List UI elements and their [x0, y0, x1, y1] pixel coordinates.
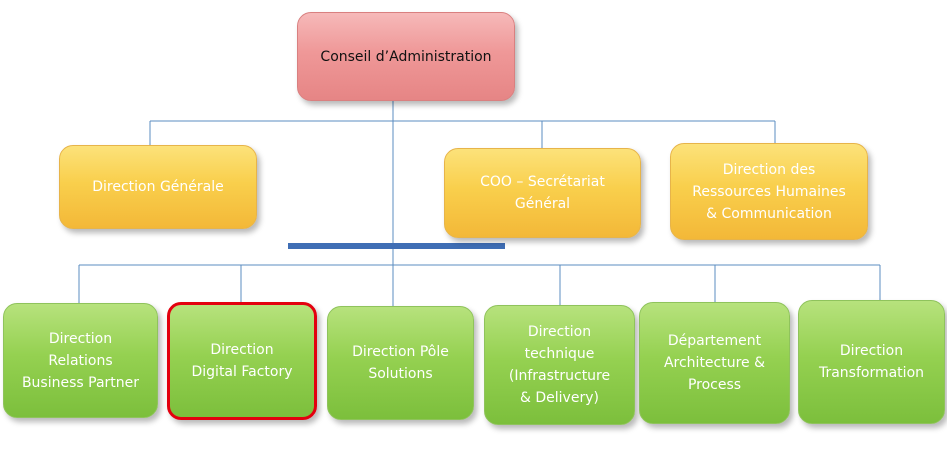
box-label: Direction Relations Business Partner — [21, 330, 140, 391]
direction-pole-solutions-box[interactable]: Direction Pôle Solutions — [327, 306, 474, 420]
box-label: Département Architecture & Process — [663, 333, 766, 393]
direction-transformation-box[interactable]: Direction Transformation — [798, 300, 945, 424]
coo-secretariat-general-box[interactable]: COO – Secrétariat Général — [444, 148, 641, 238]
box-label: Direction technique (Infrastructure & De… — [508, 324, 611, 406]
direction-relations-business-partner-box[interactable]: Direction Relations Business Partner — [3, 303, 158, 418]
departement-architecture-process-box[interactable]: Département Architecture & Process — [639, 302, 790, 424]
box-label: Direction des Ressources Humaines & Comm… — [692, 161, 846, 222]
box-label: COO – Secrétariat Général — [480, 174, 605, 212]
box-label: Direction Transformation — [818, 343, 925, 381]
bus-bar — [288, 243, 505, 249]
conseil-administration-box[interactable]: Conseil d’Administration — [297, 12, 515, 101]
direction-technique-box[interactable]: Direction technique (Infrastructure & De… — [484, 305, 635, 425]
box-label: Direction Digital Factory — [191, 342, 293, 380]
direction-ressources-humaines-box[interactable]: Direction des Ressources Humaines & Comm… — [670, 143, 868, 240]
direction-generale-box[interactable]: Direction Générale — [59, 145, 257, 229]
direction-digital-factory-box[interactable]: Direction Digital Factory — [167, 302, 317, 420]
box-label: Direction Pôle Solutions — [352, 344, 449, 382]
box-label: Conseil d’Administration — [320, 48, 492, 65]
box-label: Direction Générale — [92, 179, 224, 195]
